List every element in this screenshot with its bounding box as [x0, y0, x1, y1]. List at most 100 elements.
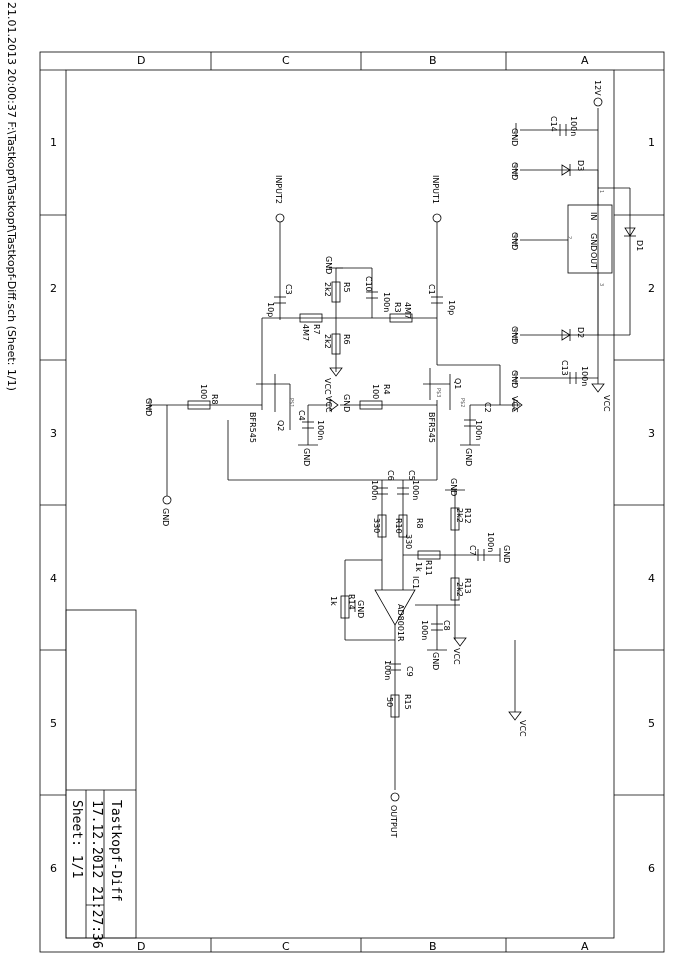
- frame-col-4-left: 4: [50, 572, 57, 585]
- output-terminal: [390, 792, 400, 802]
- frame-col-2-right: 2: [648, 282, 655, 295]
- net-gnd-13: GND: [431, 652, 440, 670]
- reg-in: IN: [589, 212, 598, 220]
- net-vcc-right: VCC: [518, 720, 527, 737]
- frame-row-c-top: C: [282, 54, 290, 67]
- part-c5-value: 100n: [411, 480, 420, 500]
- part-r7-value: 4M7: [301, 324, 310, 341]
- part-c8-value: 100n: [420, 620, 429, 640]
- part-r11: R11: [424, 560, 433, 576]
- net-gnd-10: GND: [342, 394, 351, 412]
- frame-row-b-bottom: B: [429, 940, 437, 953]
- part-r13: R13: [463, 578, 472, 594]
- frame-col-2-left: 2: [50, 282, 57, 295]
- part-c5: C5: [407, 470, 416, 481]
- frame-row-d-bottom: D: [137, 940, 145, 953]
- part-r12-value: 2k2: [455, 508, 464, 523]
- title-block-date: 17.12.2012 21:27:36: [89, 800, 104, 949]
- part-r8-input: R8: [210, 394, 219, 405]
- reg-pin1: 1: [598, 190, 604, 193]
- frame-col-3-right: 3: [648, 427, 655, 440]
- frame-row-d-top: D: [137, 54, 145, 67]
- part-d2: D2: [576, 327, 585, 338]
- part-r3: R3: [393, 302, 402, 313]
- v12-terminal: [593, 97, 603, 107]
- part-c7: C7: [468, 545, 477, 556]
- part-r4: R4: [382, 384, 391, 395]
- part-c10: C10: [364, 276, 373, 292]
- net-gnd-5: GND: [510, 370, 519, 388]
- frame-col-6-right: 6: [648, 862, 655, 875]
- gnd-terminal: [162, 495, 172, 505]
- frame-inner: [65, 69, 615, 939]
- net-vcc-q1: VCC: [510, 396, 519, 413]
- part-c3: C3: [284, 284, 293, 295]
- part-r10: R10: [394, 518, 403, 534]
- frame-col-6-left: 6: [50, 862, 57, 875]
- part-c14-value: 100n: [569, 116, 578, 136]
- net-gnd-9: GND: [144, 398, 153, 416]
- title-block-sheet: Sheet: 1/1: [69, 800, 84, 878]
- part-r15: R15: [403, 694, 412, 710]
- opamp-ic1: [374, 589, 416, 626]
- net-gnd-terminal: GND: [161, 508, 170, 526]
- frame-col-1-left: 1: [50, 136, 57, 149]
- net-gnd-7: GND: [464, 448, 473, 466]
- part-q1-pin3: P$3: [435, 388, 441, 397]
- net-gnd-4: GND: [510, 326, 519, 344]
- net-output: OUTPUT: [389, 805, 398, 838]
- part-c13: C13: [560, 360, 569, 376]
- frame-row-a-bottom: A: [581, 940, 589, 953]
- part-c13-value: 100n: [580, 366, 589, 386]
- net-vcc-power: VCC: [602, 395, 611, 412]
- part-ic1-value: AD8001R: [396, 604, 405, 642]
- part-r8-input-value: 100: [199, 384, 208, 399]
- part-r11-value: 1k: [414, 562, 423, 572]
- voltage-regulator: [567, 204, 613, 274]
- part-c6-value: 100n: [370, 480, 379, 500]
- frame-row-a-top: A: [581, 54, 589, 67]
- part-d3: D3: [576, 160, 585, 171]
- net-gnd-2: GND: [510, 162, 519, 180]
- net-input1: INPUT1: [431, 175, 440, 204]
- reg-out: OUT: [589, 252, 598, 269]
- part-q2: Q2: [276, 420, 285, 431]
- net-gnd-14: GND: [356, 600, 365, 618]
- net-gnd-8: GND: [302, 448, 311, 466]
- part-c1: C1: [427, 284, 436, 295]
- part-c2-value: 100n: [474, 420, 483, 440]
- part-r6: R6: [342, 334, 351, 345]
- part-c1-value: 10p: [447, 300, 456, 315]
- frame-col-3-left: 3: [50, 427, 57, 440]
- part-q1-value: BFR545: [427, 412, 436, 443]
- part-q1: Q1: [453, 378, 462, 389]
- part-r14-value: 1k: [329, 596, 338, 606]
- net-gnd-12: GND: [502, 545, 511, 563]
- part-r6-value: 2k2: [323, 334, 332, 349]
- frame-outer: [39, 51, 665, 953]
- part-c14: C14: [549, 116, 558, 132]
- reg-gnd: GND: [589, 233, 598, 251]
- part-r10-value: 330: [372, 518, 381, 533]
- part-r12: R12: [463, 508, 472, 524]
- frame-col-5-right: 5: [648, 717, 655, 730]
- part-r5: R5: [342, 282, 351, 293]
- part-c10-value: 100n: [382, 292, 391, 312]
- net-gnd-11: GND: [449, 478, 458, 496]
- net-gnd-1: GND: [510, 128, 519, 146]
- net-vcc-r6: VCC: [323, 378, 332, 395]
- frame-row-b-top: B: [429, 54, 437, 67]
- reg-pin2: 2: [566, 236, 572, 239]
- part-c9-value: 100n: [383, 660, 392, 680]
- part-c2: C2: [483, 402, 492, 413]
- input2-terminal: [275, 213, 285, 223]
- part-q1-pin: P$2: [459, 398, 465, 407]
- net-vcc-q2: VCC: [324, 396, 333, 413]
- frame-col-5-left: 5: [50, 717, 57, 730]
- part-c6: C6: [386, 470, 395, 481]
- part-c7-value: 100n: [486, 532, 495, 552]
- frame-col-4-right: 4: [648, 572, 655, 585]
- title-block-title: Tastkopf-Diff: [108, 800, 123, 902]
- part-c4: C4: [297, 410, 306, 421]
